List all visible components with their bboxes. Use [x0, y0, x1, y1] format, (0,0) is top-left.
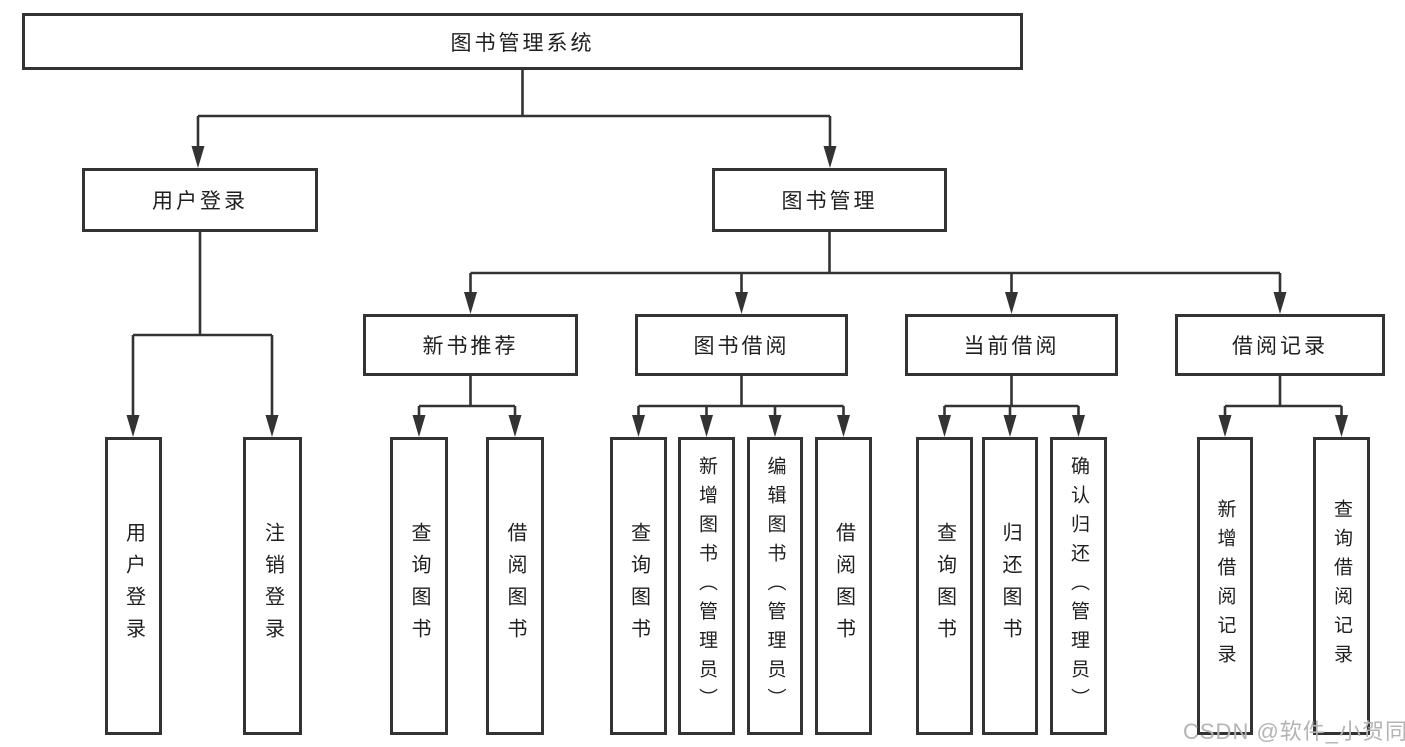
leaf-user-login: 用户登录 — [105, 437, 162, 735]
leaf-confirm-return-admin: 确认归还（管理员） — [1050, 437, 1107, 735]
connector-current-to-children — [943, 376, 1080, 419]
arrow-down-icon — [768, 415, 782, 437]
arrow-down-icon — [823, 146, 837, 168]
arrow-down-icon — [938, 415, 951, 437]
csdn-watermark: CSDN @软件_小贺同学 — [1183, 719, 1405, 744]
leaf-borrow-books-2: 借阅图书 — [815, 437, 872, 735]
arrow-down-icon — [1218, 415, 1232, 437]
node-new-book-recommend: 新书推荐 — [363, 314, 578, 376]
node-user-login: 用户登录 — [82, 168, 318, 232]
arrow-down-icon — [191, 146, 205, 168]
arrow-down-icon — [632, 415, 645, 437]
arrow-down-icon — [1003, 415, 1017, 437]
node-borrow-records: 借阅记录 — [1175, 314, 1385, 376]
arrow-down-icon — [126, 415, 140, 437]
leaf-borrow-books-1: 借阅图书 — [486, 437, 544, 735]
arrow-down-icon — [700, 415, 713, 437]
arrow-down-icon — [1072, 415, 1085, 437]
node-current-borrow: 当前借阅 — [905, 314, 1118, 376]
leaf-query-books-2: 查询图书 — [610, 437, 667, 735]
leaf-query-books-3: 查询图书 — [916, 437, 973, 735]
node-book-management: 图书管理 — [712, 168, 947, 232]
leaf-return-books: 归还图书 — [982, 437, 1038, 735]
arrow-down-icon — [735, 292, 748, 314]
node-book-borrow: 图书借阅 — [635, 314, 848, 376]
arrow-down-icon — [1335, 415, 1348, 437]
connector-borrow-to-children — [637, 376, 845, 419]
arrow-down-icon — [464, 292, 477, 314]
arrow-down-icon — [1273, 292, 1287, 314]
leaf-add-borrow-record: 新增借阅记录 — [1197, 437, 1253, 735]
connector-userlogin-to-children — [131, 232, 274, 419]
connector-newbooks-to-children — [417, 376, 517, 419]
leaf-edit-books-admin: 编辑图书（管理员） — [747, 437, 803, 735]
arrow-down-icon — [1005, 292, 1018, 314]
arrowheads — [126, 146, 1348, 437]
leaf-add-books-admin: 新增图书（管理员） — [678, 437, 735, 735]
node-root-system: 图书管理系统 — [22, 13, 1023, 70]
connector-records-to-children — [1223, 376, 1343, 419]
connector-bookmgmt-to-level3 — [469, 232, 1282, 296]
arrow-down-icon — [265, 415, 279, 437]
leaf-query-books-1: 查询图书 — [390, 437, 448, 735]
connector-root-to-level2 — [196, 70, 832, 150]
leaf-query-borrow-record: 查询借阅记录 — [1313, 437, 1370, 735]
leaf-logout: 注销登录 — [243, 437, 302, 735]
arrow-down-icon — [508, 415, 522, 437]
arrow-down-icon — [837, 415, 850, 437]
arrow-down-icon — [412, 415, 426, 437]
